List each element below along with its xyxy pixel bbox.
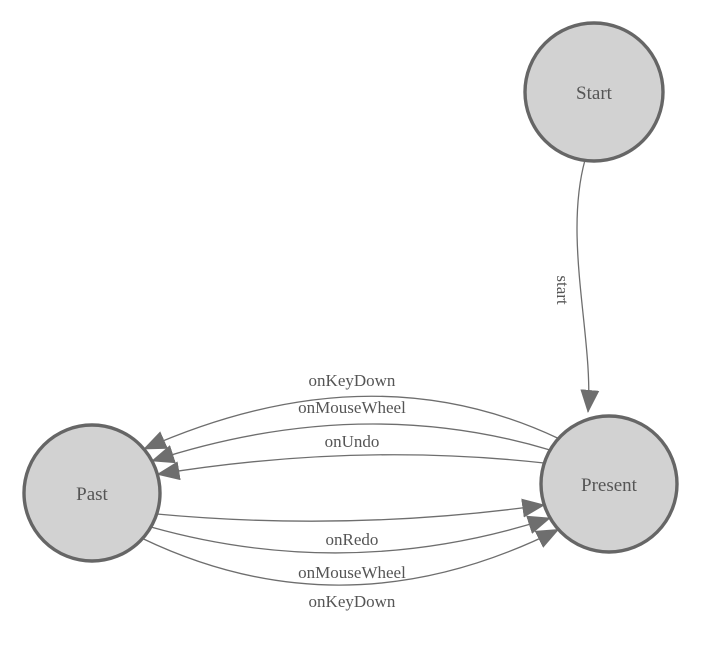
- node-start-circle: [523, 21, 665, 163]
- node-start: Start: [523, 21, 665, 163]
- node-past-label: Past: [76, 484, 108, 505]
- edge-present-to-past-onkeydown: [143, 395, 559, 450]
- edge-past-to-present-onmousewheel: [150, 515, 551, 554]
- node-present-label: Present: [581, 475, 638, 496]
- edge-label-onmousewheel-top: onMouseWheel: [298, 398, 406, 417]
- edge-label-onundo: onUndo: [325, 432, 380, 451]
- edge-label-onkeydown-top: onKeyDown: [309, 371, 396, 390]
- edge-past-to-present-onredo: [156, 498, 546, 522]
- edge-label-onmousewheel-bottom: onMouseWheel: [298, 563, 406, 582]
- node-start-label: Start: [576, 83, 613, 104]
- edge-label-onredo: onRedo: [326, 530, 379, 549]
- node-present: Present: [539, 414, 679, 554]
- node-present-circle: [539, 414, 679, 554]
- edge-start-to-present: [576, 159, 600, 413]
- node-past: Past: [22, 423, 162, 563]
- edge-present-to-past-onmousewheel: [151, 423, 551, 464]
- edge-past-to-present-onkeydown: [142, 528, 560, 586]
- edge-present-to-past-onundo: [156, 454, 545, 481]
- edge-label-start: start: [553, 275, 572, 305]
- edge-label-onkeydown-bottom: onKeyDown: [309, 592, 396, 611]
- node-past-circle: [22, 423, 162, 563]
